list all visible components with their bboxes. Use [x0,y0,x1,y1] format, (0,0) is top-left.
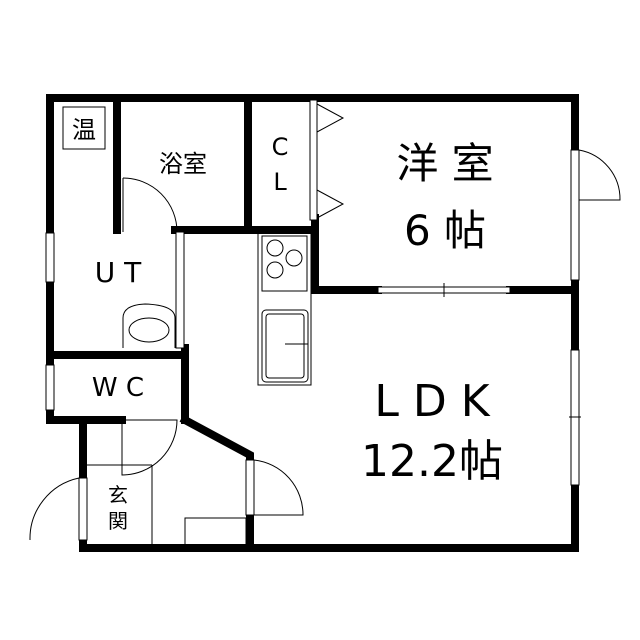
kitchen-counter [257,232,312,386]
entrance-label-2: 関 [108,509,128,533]
sink-icon [261,309,309,383]
entrance-label-1: 玄 [108,483,128,507]
water-heater-box [62,106,106,150]
western-room-label: 洋 室 [396,139,493,188]
utility-label: U T [95,256,142,289]
western-room-size: 6 帖 [404,206,486,255]
ldk-size: 12.2帖 [361,436,503,487]
bathroom-label: 浴室 [159,150,207,178]
doors [29,99,621,549]
stove-icon [261,235,308,292]
washbasin-icon [122,303,176,348]
toilet-label: W C [92,373,144,403]
windows [45,149,581,486]
water-heater-label: 温 [72,116,96,144]
ldk-label: L D K [374,376,490,427]
closet-label-l: L [273,168,287,196]
closet-label-c: C [272,133,289,161]
